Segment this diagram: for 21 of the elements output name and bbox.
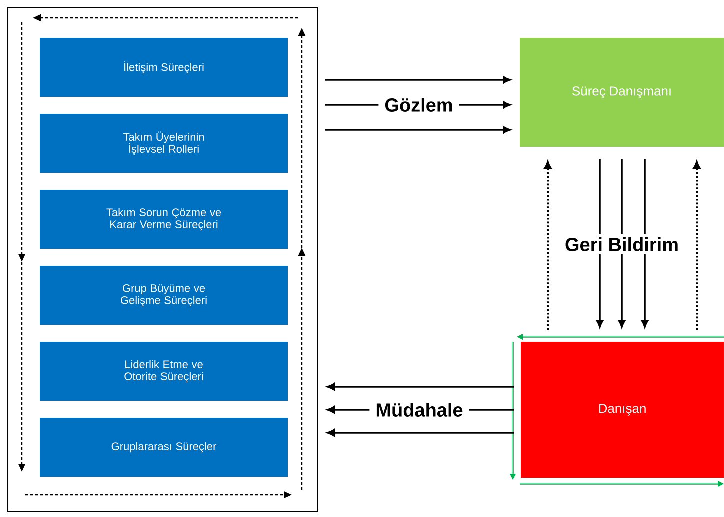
arrow (325, 126, 511, 134)
arrow (596, 159, 604, 328)
edge-label: Gözlem (378, 95, 460, 115)
arrow (641, 159, 649, 328)
process-box: Danışan (521, 342, 724, 478)
process-box: Liderlik Etme ve Otorite Süreçleri (40, 342, 288, 401)
arrow (325, 76, 511, 84)
process-box: Takım Sorun Çözme ve Karar Verme Süreçleri (40, 190, 288, 249)
process-box: Takım Üyelerinin İşlevsel Rolleri (40, 114, 288, 173)
process-box: Gruplararası Süreçler (40, 418, 288, 477)
edge-label: Geri Bildirim (558, 234, 685, 254)
arrow (544, 161, 552, 330)
edge-label: Müdahale (370, 400, 470, 420)
frame-box (8, 8, 318, 512)
arrow (618, 159, 626, 328)
process-box: Süreç Danışmanı (520, 38, 724, 147)
process-box: Grup Büyüme ve Gelişme Süreçleri (40, 266, 288, 325)
arrow (327, 429, 514, 437)
arrow (327, 383, 514, 391)
arrow (693, 161, 701, 330)
process-box: İletişim Süreçleri (40, 38, 288, 97)
